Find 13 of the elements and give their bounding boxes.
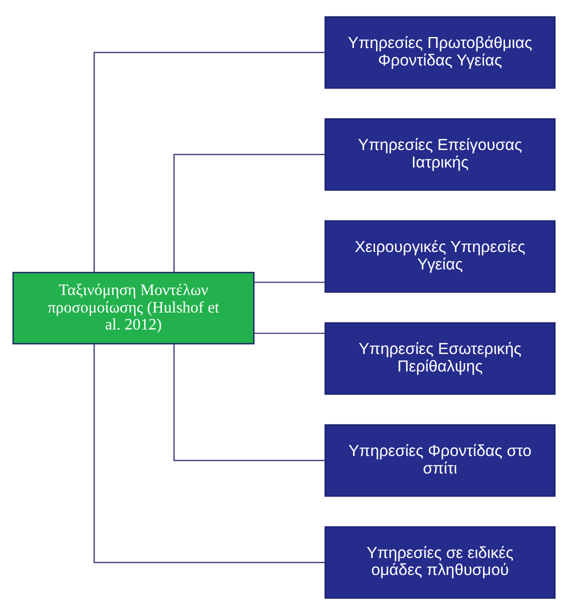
connector [94,52,325,272]
node-box: Υπηρεσίες Φροντίδας στο σπίτι [324,424,556,497]
node-box: Υπηρεσίες Επείγουσας Ιατρικής [324,118,556,191]
connector [254,332,325,334]
connector [94,344,325,564]
connector [173,344,325,462]
node-box: Χειρουργικές Υπηρεσίες Υγείας [324,220,556,293]
node-box: Υπηρεσίες σε ειδικές ομάδες πληθυσμού [324,526,556,599]
node-box: Υπηρεσίες Εσωτερικής Περίθαλψης [324,322,556,395]
connector [173,154,325,272]
node-box: Υπηρεσίες Πρωτοβάθμιας Φροντίδας Υγείας [324,16,556,89]
connector [254,282,325,283]
node-box: Ταξινόμηση Μοντέλων προσομοίωσης (Hulshof et al. 2012) [12,272,255,344]
